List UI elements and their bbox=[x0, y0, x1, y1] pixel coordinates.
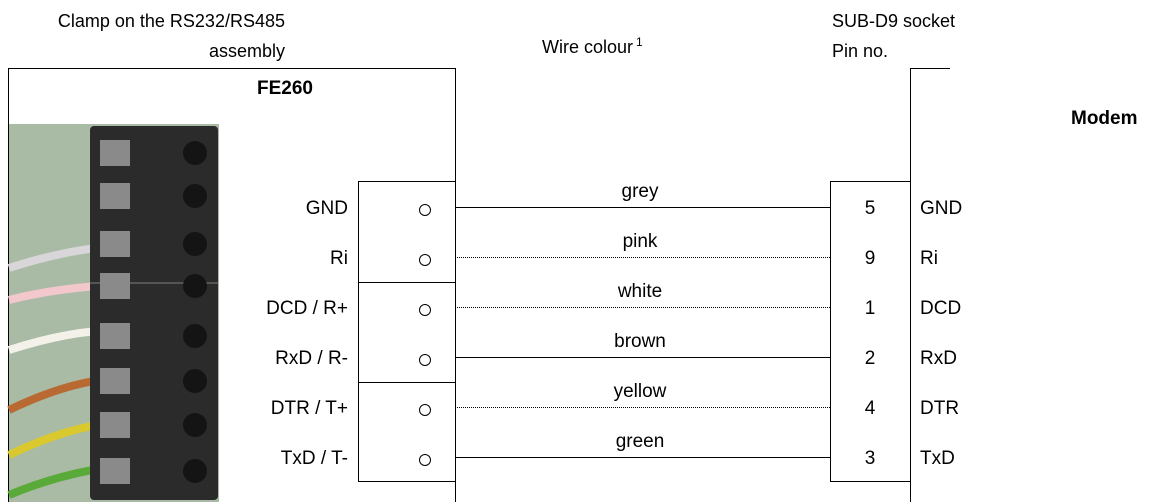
right-signal-label: TxD bbox=[920, 448, 955, 469]
clamp-slot bbox=[100, 368, 130, 394]
wire-colour-label: yellow bbox=[613, 381, 667, 402]
left-device-right-border bbox=[455, 68, 456, 502]
clamp-terminal-circle bbox=[419, 204, 431, 216]
clamp-header-line2: assembly bbox=[208, 41, 285, 61]
clamp-slot bbox=[100, 412, 130, 438]
right-signal-label: GND bbox=[920, 198, 963, 219]
subd-header-line1: SUB-D9 socket bbox=[832, 11, 956, 31]
clamp-slot bbox=[100, 183, 130, 209]
clamp-terminal-circle bbox=[419, 254, 431, 266]
subd-pin-box bbox=[830, 181, 910, 482]
wire-colour-label: pink bbox=[622, 231, 658, 252]
clamp-terminal-circle bbox=[419, 454, 431, 466]
clamp-terminal-circle bbox=[419, 304, 431, 316]
wire-line-solid bbox=[455, 457, 830, 458]
wire-colour-label: grey bbox=[621, 181, 659, 202]
clamp-terminal-circle bbox=[419, 404, 431, 416]
screw-hole bbox=[183, 141, 207, 165]
subd-pin-number: 2 bbox=[864, 348, 876, 369]
screw-hole bbox=[183, 459, 207, 483]
screw-hole bbox=[183, 274, 207, 298]
wire-colour-label: brown bbox=[614, 331, 666, 352]
clamp-terminal-circle bbox=[419, 354, 431, 366]
right-device-top-border bbox=[910, 68, 950, 69]
wire-line-solid bbox=[455, 207, 830, 208]
right-signal-label: DCD bbox=[920, 298, 962, 319]
wire-line-dotted bbox=[455, 407, 830, 408]
subd-pin-number: 9 bbox=[864, 248, 876, 269]
left-signal-label: DCD / R+ bbox=[266, 298, 348, 319]
clamp-terminal-box bbox=[358, 181, 455, 482]
left-signal-label: Ri bbox=[330, 248, 348, 269]
clamp-slot bbox=[100, 458, 130, 484]
terminal-block-body bbox=[90, 126, 218, 500]
clamp-group-divider-1 bbox=[358, 282, 455, 283]
screw-hole bbox=[183, 324, 207, 348]
wire-line-dotted bbox=[455, 307, 830, 308]
terminal-screws bbox=[100, 140, 207, 484]
screw-hole bbox=[183, 232, 207, 256]
left-signal-label: DTR / T+ bbox=[270, 398, 348, 419]
wire-colour-label: green bbox=[615, 431, 665, 452]
subd-header-line2: Pin no. bbox=[832, 41, 889, 61]
right-device-left-border bbox=[910, 68, 911, 502]
wire-colour-label: white bbox=[617, 281, 663, 302]
subd-pin-number: 3 bbox=[864, 448, 876, 469]
left-signal-label: TxD / T- bbox=[280, 448, 348, 469]
screw-hole bbox=[183, 184, 207, 208]
right-device-name: Modem bbox=[1071, 108, 1138, 129]
terminal-block bbox=[90, 126, 218, 500]
screw-hole bbox=[183, 369, 207, 393]
subd-pin-number: 1 bbox=[864, 298, 876, 319]
subd-pin-number: 4 bbox=[864, 398, 876, 419]
left-device-top-border bbox=[8, 68, 455, 69]
wire-colour-label: Wire colour bbox=[542, 37, 634, 57]
left-device-name: FE260 bbox=[257, 78, 313, 99]
clamp-header-line1: Clamp on the RS232/RS485 bbox=[57, 11, 285, 31]
right-signal-label: DTR bbox=[920, 398, 960, 419]
left-signal-label: RxD / R- bbox=[275, 348, 348, 369]
clamp-slot bbox=[100, 273, 130, 299]
screw-hole bbox=[183, 413, 207, 437]
wire-colour-footnote: 1 bbox=[636, 35, 643, 49]
subd-pin-number: 5 bbox=[864, 198, 876, 219]
left-signal-label: GND bbox=[305, 198, 348, 219]
clamp-slot bbox=[100, 140, 130, 166]
wire-line-solid bbox=[455, 357, 830, 358]
clamp-slot bbox=[100, 323, 130, 349]
right-signal-label: Ri bbox=[920, 248, 938, 269]
clamp-slot bbox=[100, 231, 130, 257]
clamp-group-divider-2 bbox=[358, 382, 455, 383]
left-device-left-border bbox=[8, 68, 9, 502]
wire-line-dotted bbox=[455, 257, 830, 258]
right-signal-label: RxD bbox=[920, 348, 957, 369]
